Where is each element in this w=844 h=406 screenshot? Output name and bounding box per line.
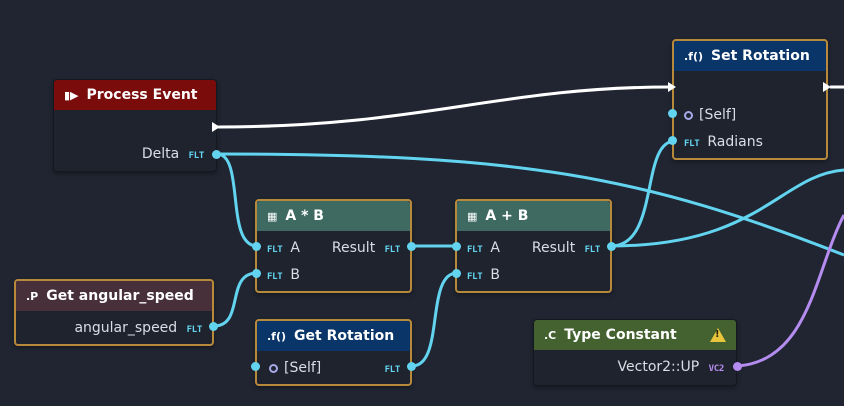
b-input-pin[interactable] (252, 269, 261, 278)
input-label: Radians (707, 134, 763, 150)
wire-delta-to-offscreen[interactable] (216, 152, 844, 257)
self-input-row: [Self] (684, 105, 736, 125)
self-input-row: [Self] (269, 358, 321, 378)
float-type-icon: FLT (384, 365, 401, 375)
operator-icon: ▦ (267, 209, 278, 223)
delta-output-pin[interactable] (212, 150, 221, 159)
multiply-header[interactable]: ▦ A * B (257, 201, 410, 231)
add-node[interactable]: ▦ A + B FLT A Result FLT FLT B (455, 199, 612, 293)
input-label: A (290, 240, 300, 256)
node-title: Process Event (86, 87, 198, 103)
float-type-icon: FLT (186, 325, 203, 335)
exec-wire[interactable] (217, 85, 671, 129)
exec-output-pin[interactable] (823, 82, 831, 92)
result-output-pin[interactable] (407, 242, 416, 251)
node-title: Set Rotation (711, 48, 810, 64)
function-icon: .f() (267, 329, 287, 343)
input-label: [Self] (699, 107, 737, 123)
rotation-output-pin[interactable] (407, 362, 416, 371)
operator-icon: ▦ (467, 209, 478, 223)
output-label: Delta (141, 146, 180, 162)
get-angular-speed-header[interactable]: .P Get angular_speed (16, 281, 212, 311)
float-type-icon: FLT (467, 245, 483, 255)
result-output-row: Result FLT (332, 238, 400, 258)
result-output-row: Result FLT (532, 238, 600, 258)
multiply-node[interactable]: ▦ A * B FLT A Result FLT FLT B (255, 199, 412, 293)
float-type-icon: FLT (467, 272, 483, 282)
a-input-row: FLT A (267, 238, 300, 258)
get-angular-speed-node[interactable]: .P Get angular_speed angular_speed FLT (14, 279, 214, 346)
float-type-icon: FLT (384, 245, 401, 255)
output-label: Result (531, 240, 576, 256)
wire-vector-to-offscreen[interactable] (737, 214, 844, 368)
input-label: [Self] (284, 360, 322, 376)
process-event-node[interactable]: ▮▶ Process Event Delta FLT (53, 79, 217, 172)
function-icon: .f() (684, 49, 704, 63)
node-title: Get angular_speed (46, 288, 194, 304)
type-constant-node[interactable]: .C Type Constant Vector2::UP VC2 (533, 319, 737, 386)
type-constant-header[interactable]: .C Type Constant (534, 320, 736, 350)
process-event-header[interactable]: ▮▶ Process Event (54, 80, 216, 110)
radians-input-row: FLT Radians (684, 132, 763, 152)
exec-input-pin[interactable] (668, 82, 676, 92)
object-ring-icon (684, 110, 693, 120)
float-type-icon: FLT (584, 245, 601, 255)
node-title: A + B (485, 208, 529, 224)
output-label: Vector2::UP (617, 359, 700, 375)
wire-rotation-to-add-b[interactable] (411, 271, 458, 368)
self-input-pin[interactable] (668, 109, 677, 118)
float-type-icon: FLT (267, 272, 283, 282)
warning-icon[interactable] (710, 328, 726, 342)
angular-speed-output-pin[interactable] (209, 322, 218, 331)
output-label: angular_speed (74, 320, 178, 336)
input-label: A (490, 240, 500, 256)
float-type-icon: FLT (188, 151, 205, 161)
get-rotation-node[interactable]: .f() Get Rotation [Self] FLT (255, 319, 412, 386)
b-input-row: FLT B (267, 265, 300, 285)
constant-icon: .C (544, 328, 557, 342)
result-output-pin[interactable] (607, 242, 616, 251)
vector2-type-icon: VC2 (708, 364, 725, 374)
self-input-pin[interactable] (251, 362, 260, 371)
b-input-row: FLT B (467, 265, 500, 285)
vector-output-pin[interactable] (733, 362, 742, 371)
float-type-icon: FLT (267, 245, 283, 255)
set-rotation-node[interactable]: .f() Set Rotation [Self] FLT Radians (672, 39, 828, 160)
exec-output-pin[interactable] (212, 122, 220, 132)
set-rotation-header[interactable]: .f() Set Rotation (674, 41, 826, 71)
node-title: Type Constant (564, 327, 677, 343)
rotation-output-row: FLT (384, 358, 401, 378)
input-label: B (490, 267, 500, 283)
float-type-icon: FLT (684, 139, 700, 149)
add-header[interactable]: ▦ A + B (457, 201, 610, 231)
property-icon: .P (26, 289, 39, 303)
vector-output-row: Vector2::UP VC2 (617, 357, 725, 377)
a-input-pin[interactable] (252, 242, 261, 251)
get-rotation-header[interactable]: .f() Get Rotation (257, 321, 410, 351)
output-label: Result (331, 240, 376, 256)
wire-delta-to-multiply-a[interactable] (216, 152, 258, 248)
object-ring-icon (269, 363, 278, 373)
b-input-pin[interactable] (452, 269, 461, 278)
input-label: B (290, 267, 300, 283)
delta-output-row: Delta FLT (142, 144, 204, 164)
angular-speed-output-row: angular_speed FLT (74, 318, 202, 338)
node-title: A * B (285, 208, 324, 224)
a-input-pin[interactable] (452, 242, 461, 251)
play-icon: ▮▶ (64, 88, 79, 102)
wire-speed-to-multiply-b[interactable] (213, 271, 258, 328)
wire-add-result-to-radians[interactable] (610, 139, 676, 248)
radians-input-pin[interactable] (668, 136, 677, 145)
node-title: Get Rotation (294, 328, 395, 344)
a-input-row: FLT A (467, 238, 500, 258)
wire-add-result-to-offscreen[interactable] (610, 168, 844, 248)
